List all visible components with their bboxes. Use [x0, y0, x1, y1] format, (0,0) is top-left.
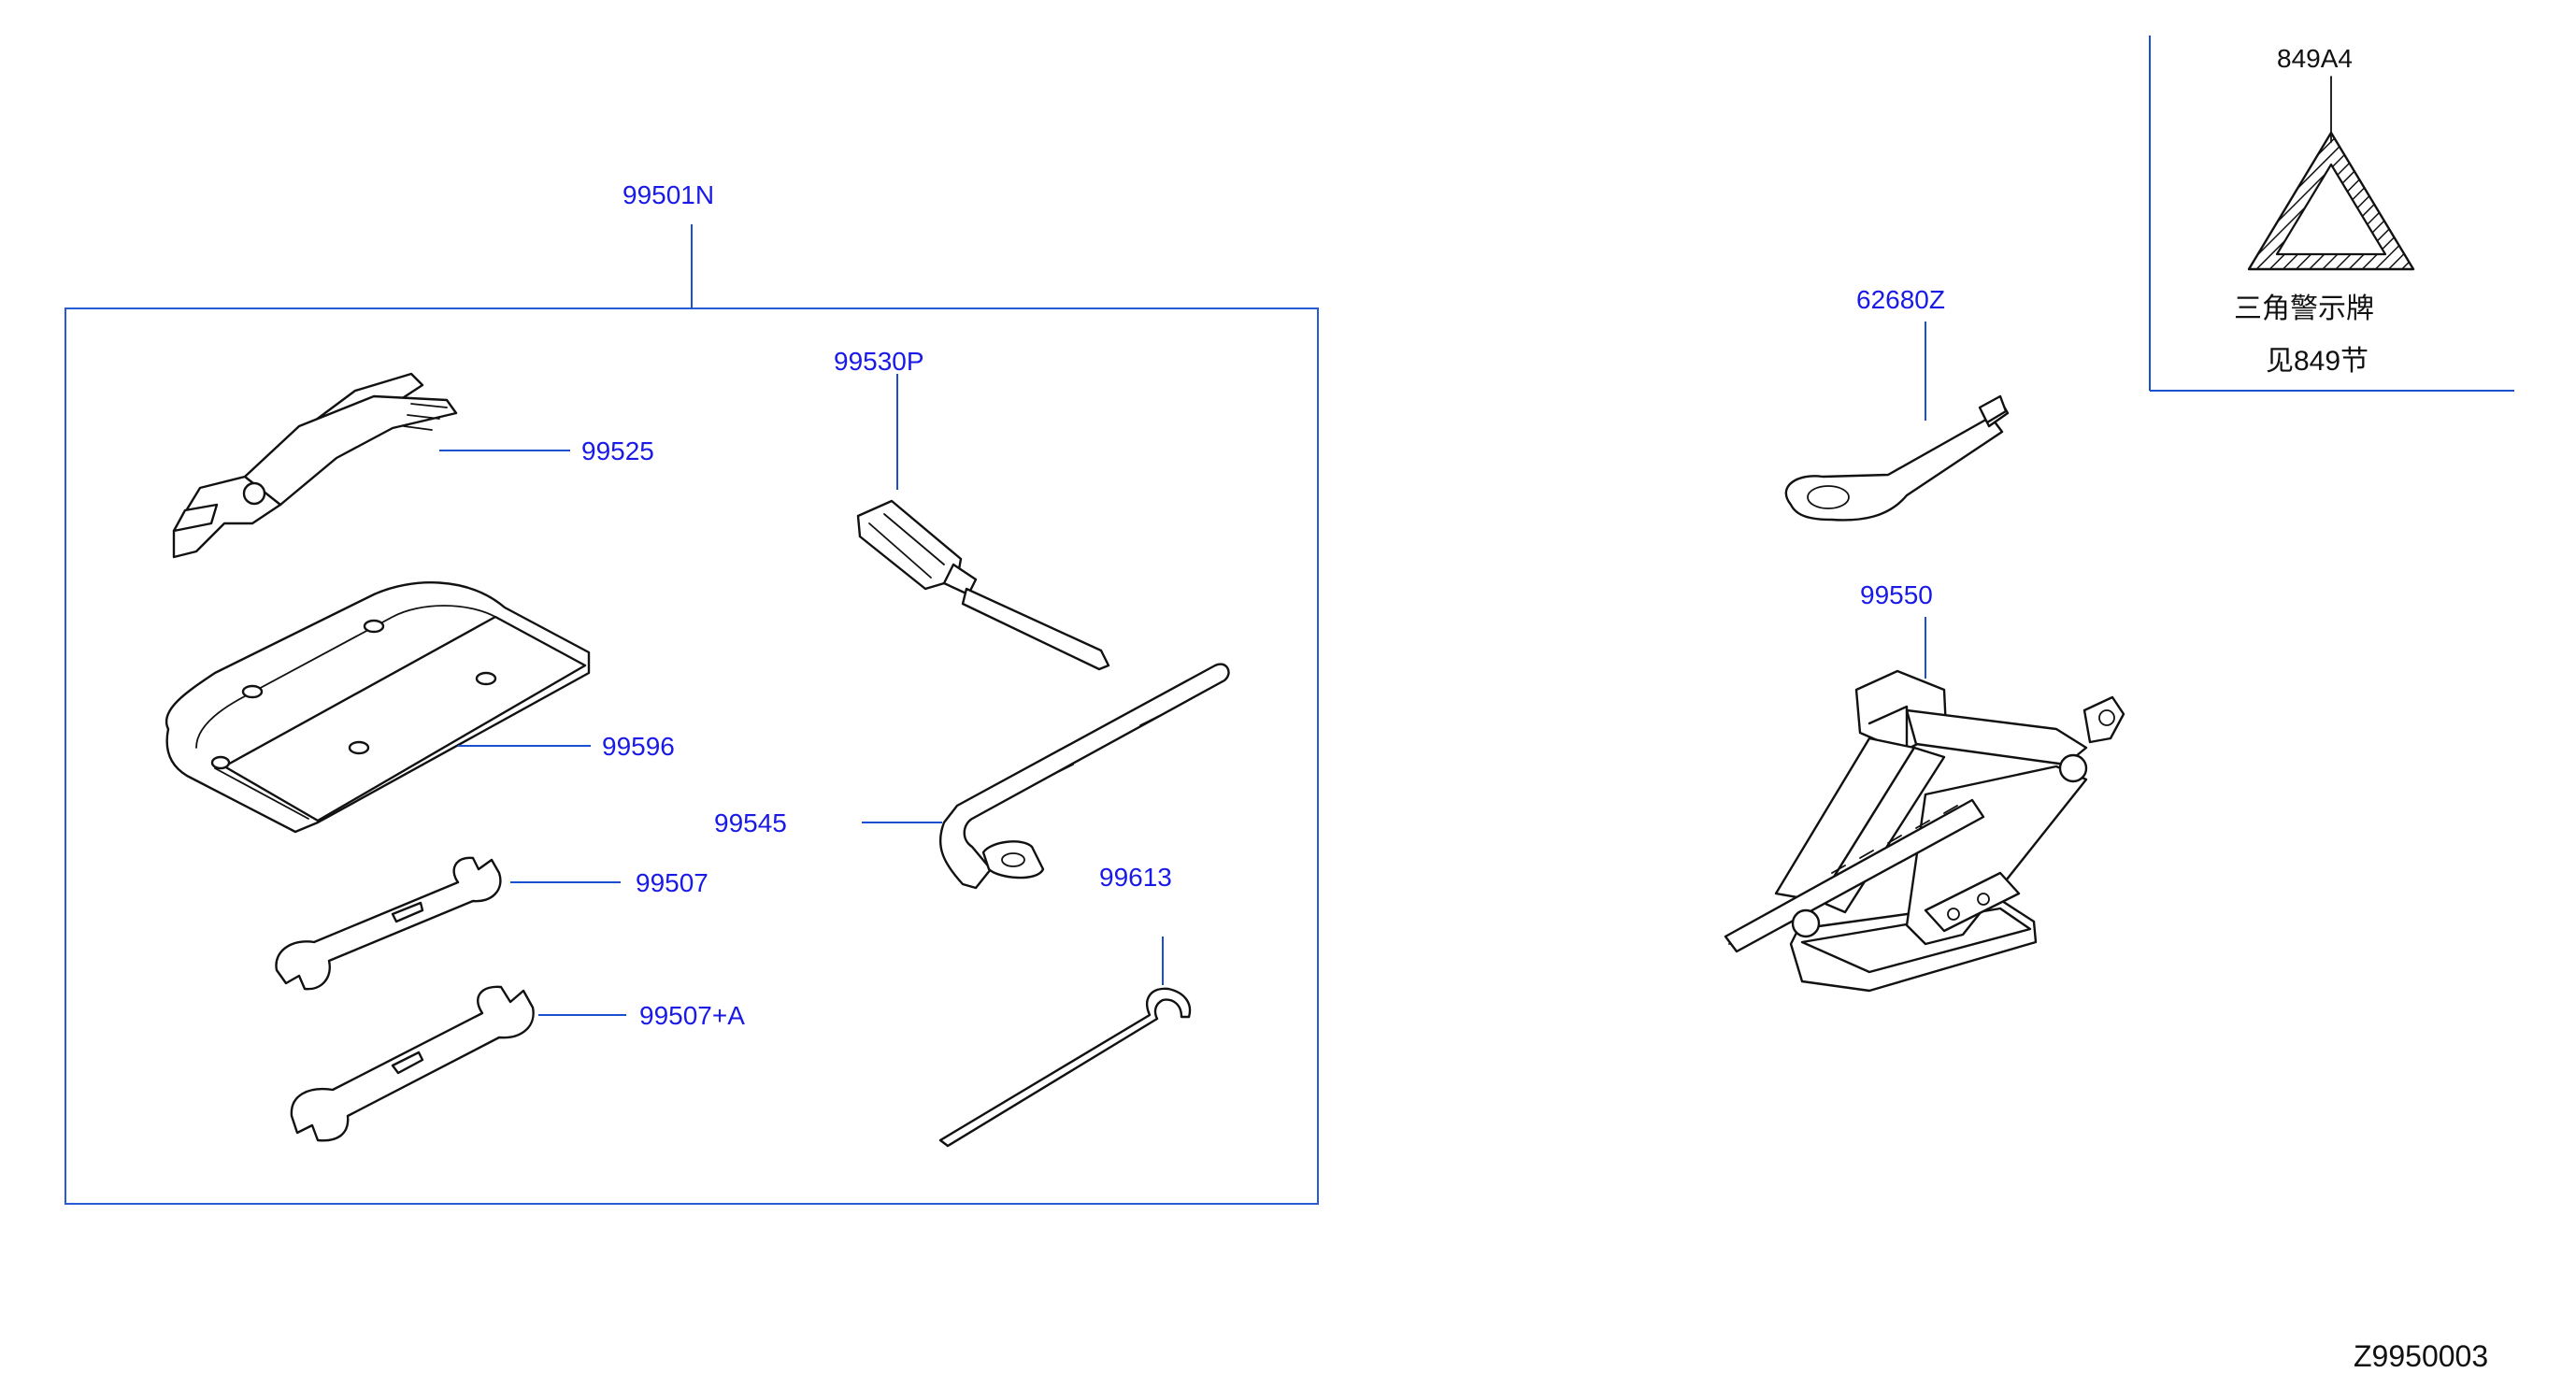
part-label-screwdriver[interactable]: 99530P	[834, 347, 924, 376]
jack-handle-drawing	[938, 987, 1192, 1148]
part-label-jack-handle[interactable]: 99613	[1099, 863, 1172, 892]
part-label-jack[interactable]: 99550	[1860, 580, 1933, 609]
part-label-wheel-wrench[interactable]: 99545	[714, 808, 787, 837]
warning-triangle-icon	[2247, 131, 2415, 271]
warning-triangle-name: 三角警示牌	[2234, 293, 2374, 324]
part-label-tow-hook[interactable]: 62680Z	[1856, 285, 1945, 314]
wheel-wrench-drawing	[938, 663, 1230, 890]
screwdriver-drawing	[856, 499, 1110, 671]
tool-bag-drawing	[165, 581, 591, 834]
part-label-tool-kit[interactable]: 99501N	[623, 180, 714, 209]
wrench-large-drawing	[290, 985, 535, 1142]
jack-drawing	[1724, 669, 2125, 993]
figure-id: Z9950003	[2354, 1339, 2488, 1373]
part-label-wrench-large[interactable]: 99507+A	[639, 1001, 745, 1030]
part-label-tool-bag[interactable]: 99596	[602, 732, 675, 761]
part-label-warning-triangle[interactable]: 849A4	[2277, 44, 2353, 73]
part-label-pliers[interactable]: 99525	[581, 436, 654, 465]
warning-triangle-section-ref: 见849节	[2266, 346, 2368, 377]
pliers-drawing	[172, 372, 458, 559]
tow-hook-drawing	[1784, 394, 2010, 522]
wrench-small-drawing	[275, 856, 502, 991]
part-label-wrench-small[interactable]: 99507	[636, 868, 708, 897]
